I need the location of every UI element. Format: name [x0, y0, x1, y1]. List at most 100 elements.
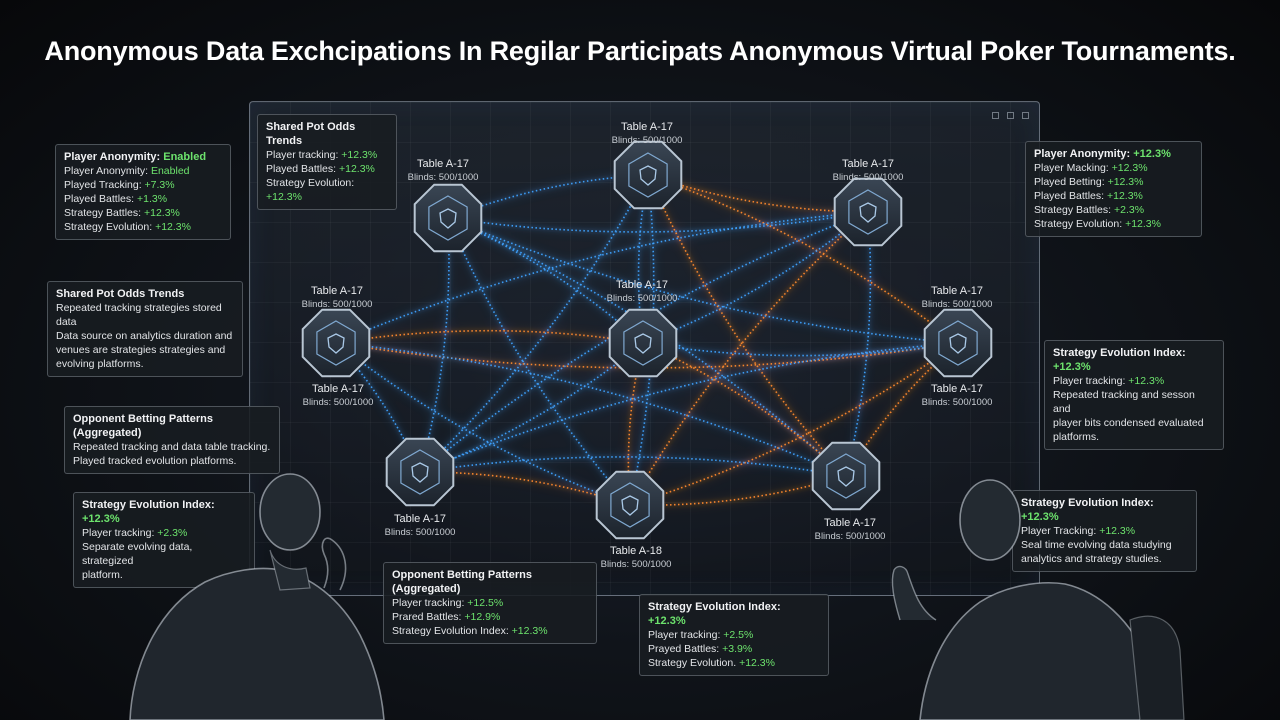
panel-row: Strategy Evolution. +12.3%: [648, 657, 775, 669]
node-octagon: [613, 140, 683, 210]
panel-strategy-evolution-right: Strategy Evolution Index: +12.3% Player …: [1044, 340, 1224, 450]
player-icon: [411, 462, 429, 483]
panel-line: platform.: [82, 569, 123, 581]
player-icon: [639, 165, 657, 186]
node-blinds: Blinds: 500/1000: [606, 293, 678, 304]
node-octagon: [923, 308, 993, 378]
node-name: Table A-17: [824, 517, 876, 529]
node-label-n9: Table A-17 Blinds: 500/1000: [790, 517, 910, 543]
node-label-n8: Table A-18 Blinds: 500/1000: [576, 545, 696, 571]
node-octagon: [595, 470, 665, 540]
panel-heading: Opponent Betting Patterns (Aggregated): [392, 569, 532, 595]
panel-heading: Shared Pot Odds Trends: [56, 288, 185, 300]
table-node-n6[interactable]: [923, 308, 993, 378]
node-octagon: [385, 437, 455, 507]
panel-heading: Player Anonymity: +12.3%: [1034, 148, 1171, 160]
network-link: [642, 342, 959, 357]
panel-row: Played Battles: +12.3%: [266, 163, 375, 175]
panel-line: venues are strategies strategies and: [56, 344, 226, 356]
node-blinds: Blinds: 500/1000: [600, 559, 672, 570]
table-node-n9[interactable]: [811, 441, 881, 511]
panel-screen-pot-odds: Shared Pot Odds Trends Player tracking: …: [257, 114, 397, 210]
panel-row: Player tracking: +12.3%: [1053, 375, 1165, 387]
shield-icon: [826, 453, 866, 499]
network-link: [447, 211, 869, 233]
player-icon: [634, 333, 652, 354]
network-link: [335, 342, 847, 477]
shield-icon: [400, 449, 440, 495]
maximize-icon[interactable]: [1007, 112, 1014, 119]
network-link: [419, 341, 645, 474]
node-name: Table A-17: [311, 285, 363, 297]
network-link: [335, 328, 644, 345]
node-blinds: Blinds: 500/1000: [921, 299, 993, 310]
network-link: [335, 329, 644, 344]
minimize-icon[interactable]: [992, 112, 999, 119]
panel-opponent-betting-left: Opponent Betting Patterns (Aggregated) R…: [64, 406, 280, 474]
node-blinds: Blinds: 500/1000: [611, 135, 683, 146]
shield-icon: [628, 152, 668, 198]
network-link: [629, 475, 847, 507]
network-link: [335, 342, 631, 506]
panel-strategy-evolution-left: Strategy Evolution Index: +12.3% Player …: [73, 492, 255, 588]
panel-heading: Strategy Evolution Index: +12.3%: [82, 499, 215, 525]
node-label-n2: Table A-17 Blinds: 500/1000: [587, 121, 707, 147]
panel-heading: Player Anonymity: Enabled: [64, 151, 207, 163]
player-icon: [859, 202, 877, 223]
panel-line: player bits condensed evaluated: [1053, 417, 1204, 429]
panel-heading: Strategy Evolution Index: +12.3%: [1053, 347, 1186, 373]
table-node-n4[interactable]: [301, 308, 371, 378]
node-name: Table A-17: [931, 383, 983, 395]
node-label-n5: Table A-17 Blinds: 500/1000: [582, 279, 702, 305]
node-blinds: Blinds: 500/1000: [302, 397, 374, 408]
network-link: [629, 211, 869, 506]
panel-row: Player Macking: +12.3%: [1034, 162, 1148, 174]
close-icon[interactable]: [1022, 112, 1029, 119]
panel-row: Player tracking: +2.5%: [648, 629, 754, 641]
panel-line: Seal time evolving data studying: [1021, 539, 1172, 551]
player-icon: [327, 333, 345, 354]
shield-icon: [623, 320, 663, 366]
panel-row: Player tracking: +12.5%: [392, 597, 504, 609]
panel-strategy-evolution-bottom: Strategy Evolution Index: +12.3% Player …: [639, 594, 829, 676]
panel-line: Separate evolving data, strategized: [82, 541, 193, 567]
network-link: [447, 217, 631, 506]
node-octagon: [833, 177, 903, 247]
node-blinds: Blinds: 500/1000: [814, 531, 886, 542]
table-node-n8[interactable]: [595, 470, 665, 540]
panel-row: Played Battles: +12.3%: [1034, 190, 1143, 202]
table-node-n3[interactable]: [833, 177, 903, 247]
node-blinds: Blinds: 500/1000: [384, 527, 456, 538]
node-octagon: [608, 308, 678, 378]
person-right-silhouette: [891, 479, 1185, 720]
network-link: [419, 342, 959, 473]
panel-row: Player tracking: +12.3%: [266, 149, 378, 161]
panel-row: Strategy Battles: +12.3%: [64, 207, 180, 219]
node-name: Table A-17: [931, 285, 983, 297]
panel-line: Repeated tracking and data table trackin…: [73, 441, 271, 453]
node-octagon: [301, 308, 371, 378]
window-controls: [992, 112, 1029, 119]
node-blinds: Blinds: 500/1000: [301, 299, 373, 310]
table-node-n1[interactable]: [413, 183, 483, 253]
panel-heading: Strategy Evolution Index: +12.3%: [1021, 497, 1154, 523]
node-name: Table A-18: [610, 545, 662, 557]
page-title: Anonymous Data Exchcipations In Regilar …: [44, 36, 1236, 66]
node-octagon: [413, 183, 483, 253]
panel-row: Prared Battles: +12.9%: [392, 611, 501, 623]
table-node-n5[interactable]: [608, 308, 678, 378]
network-link: [419, 342, 644, 473]
panel-row: Played Betting: +12.3%: [1034, 176, 1144, 188]
shield-icon: [848, 189, 888, 235]
node-label-n6: Table A-17 Blinds: 500/1000: [897, 285, 1017, 311]
node-label-n3: Table A-17 Blinds: 500/1000: [808, 158, 928, 184]
network-link: [647, 174, 847, 477]
network-link: [335, 211, 869, 344]
table-node-n7[interactable]: [385, 437, 455, 507]
table-node-n2[interactable]: [613, 140, 683, 210]
panel-line: Repeated tracking and sesson and: [1053, 389, 1195, 415]
panel-player-anonymity-right: Player Anonymity: +12.3% Player Macking:…: [1025, 141, 1202, 237]
panel-heading: Opponent Betting Patterns (Aggregated): [73, 413, 213, 439]
node-label-n4: Table A-17 Blinds: 500/1000: [277, 285, 397, 311]
